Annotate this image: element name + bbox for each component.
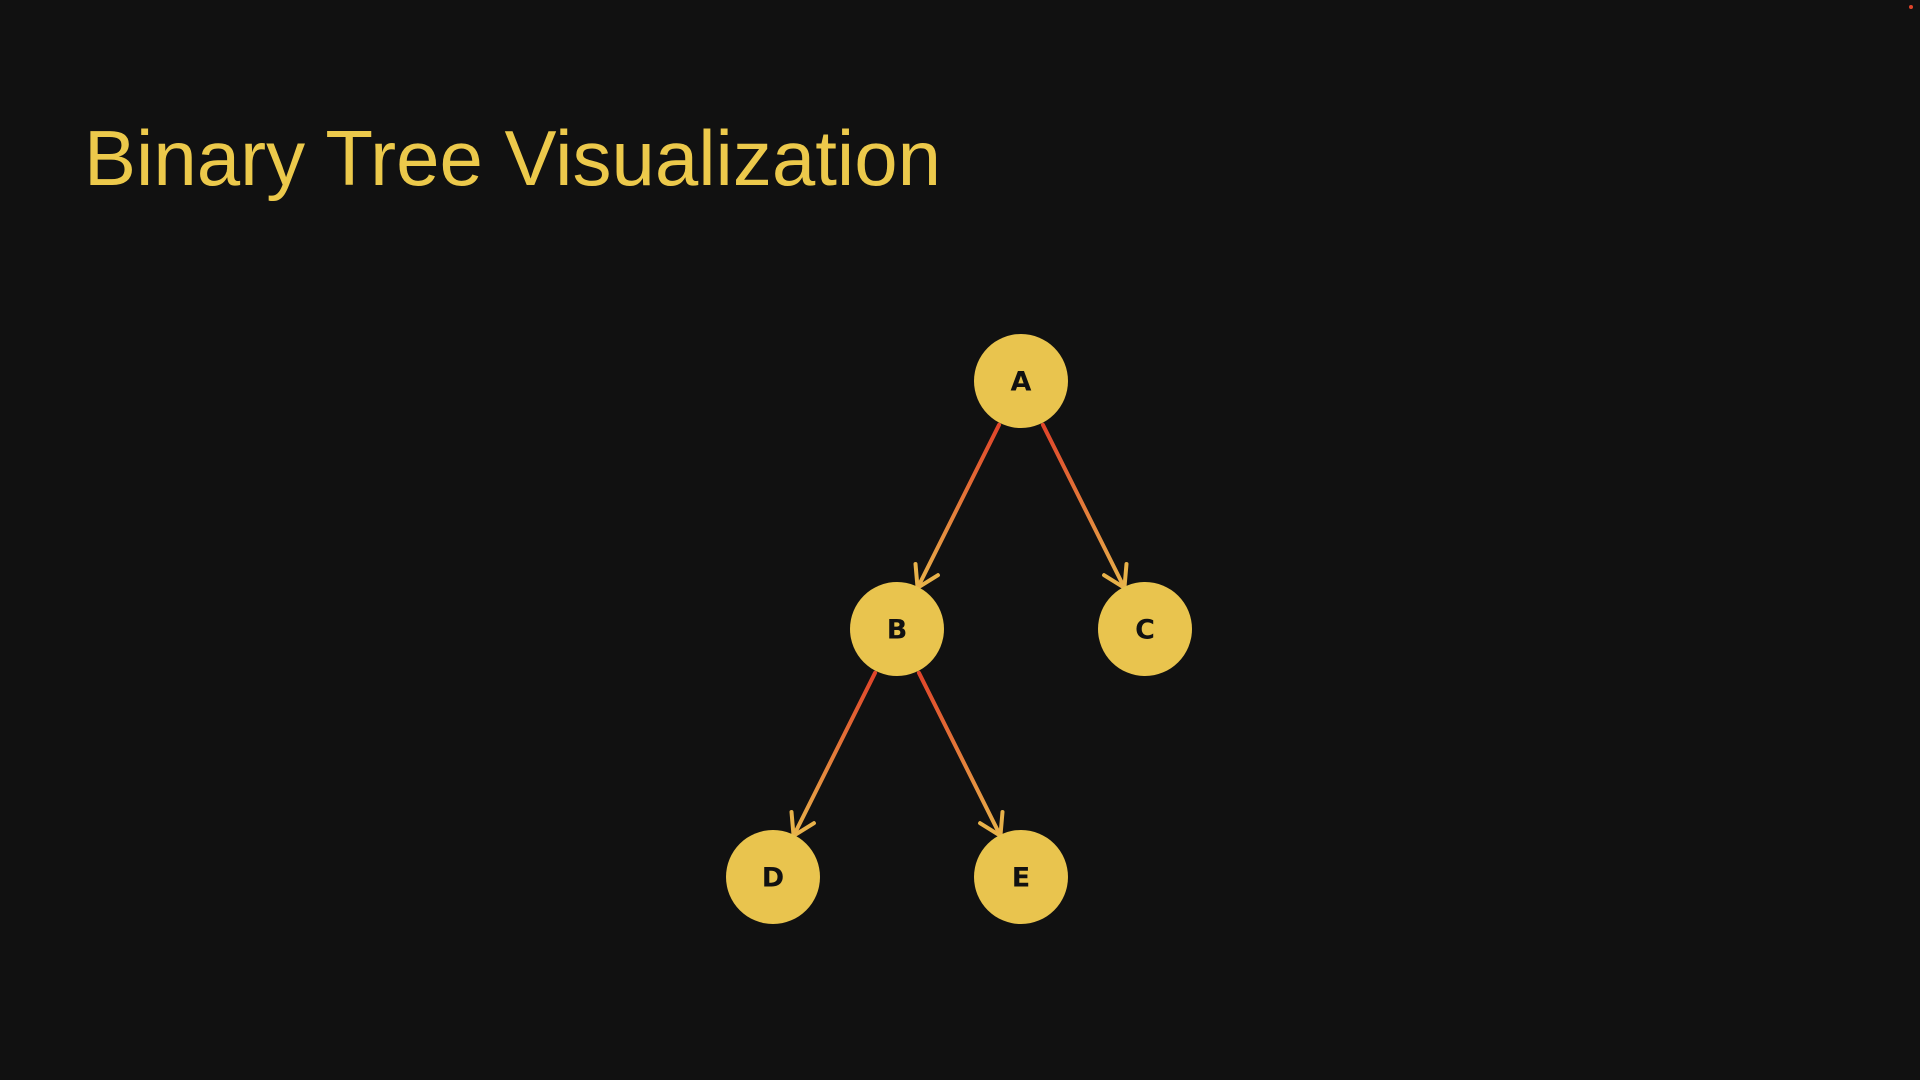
tree-node-b: B bbox=[850, 582, 944, 676]
edge-line bbox=[791, 670, 878, 838]
node-label: C bbox=[1135, 615, 1155, 646]
node-circle bbox=[974, 830, 1068, 924]
edge-line bbox=[915, 422, 1002, 590]
edges-layer bbox=[789, 422, 1129, 838]
tree-node-a: A bbox=[974, 334, 1068, 428]
node-circle bbox=[850, 582, 944, 676]
node-label: A bbox=[1011, 367, 1032, 398]
node-circle bbox=[1098, 582, 1192, 676]
tree-node-d: D bbox=[726, 830, 820, 924]
edge-b-d bbox=[789, 670, 878, 838]
edge-a-b bbox=[913, 422, 1002, 590]
tree-node-e: E bbox=[974, 830, 1068, 924]
node-label: D bbox=[762, 863, 784, 894]
recording-indicator-dot bbox=[1909, 5, 1913, 9]
edge-a-c bbox=[1040, 422, 1129, 590]
node-circle bbox=[974, 334, 1068, 428]
node-circle bbox=[726, 830, 820, 924]
tree-node-c: C bbox=[1098, 582, 1192, 676]
edge-b-e bbox=[916, 670, 1005, 838]
nodes-layer: A B C D E bbox=[726, 334, 1192, 924]
edge-line bbox=[916, 670, 1003, 838]
edge-line bbox=[1040, 422, 1127, 590]
node-label: E bbox=[1012, 863, 1030, 894]
page-title: Binary Tree Visualization bbox=[84, 114, 942, 202]
node-label: B bbox=[887, 615, 908, 646]
